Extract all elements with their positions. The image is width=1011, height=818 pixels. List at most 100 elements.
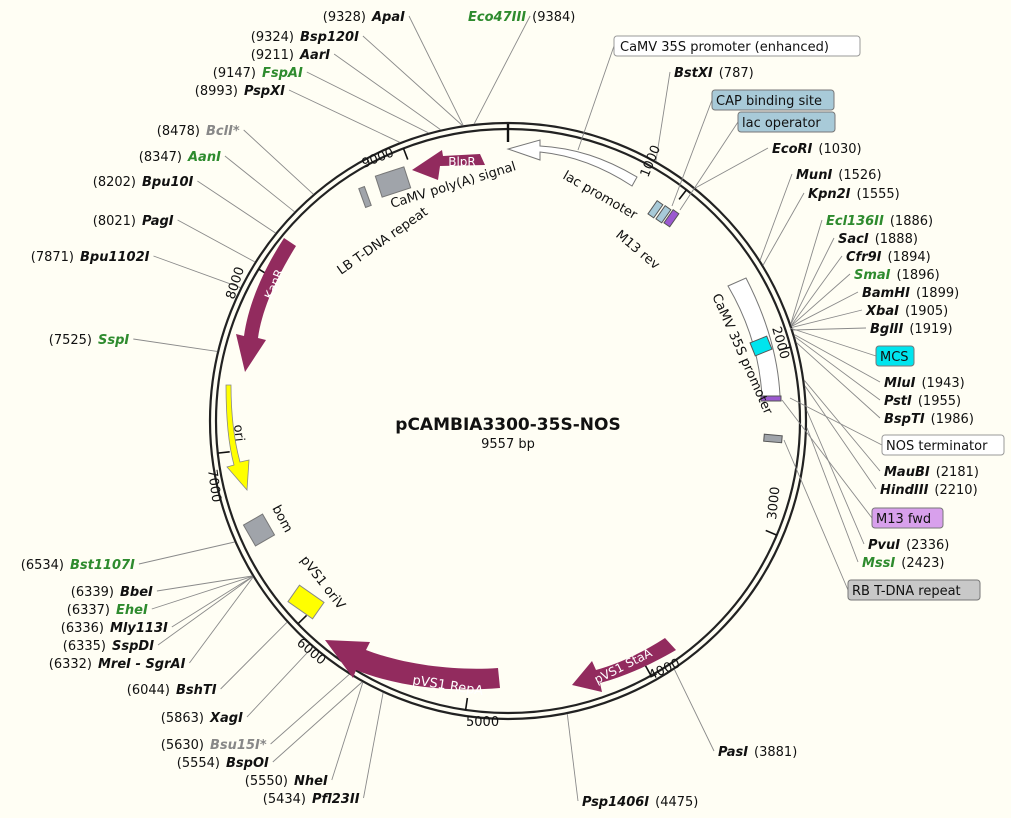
site-leader bbox=[655, 71, 671, 162]
site-position: (9324) bbox=[251, 30, 294, 45]
site-ecori: EcoRI(1030) bbox=[772, 142, 862, 157]
site-leader bbox=[333, 53, 441, 131]
site-position: (787) bbox=[719, 66, 754, 81]
site-mlui: MluI(1943) bbox=[884, 376, 965, 391]
site-name: AarI bbox=[299, 48, 330, 63]
site-mly113i: Mly113I(6336) bbox=[61, 621, 168, 636]
site-name: XagI bbox=[209, 711, 243, 726]
site-position: (7525) bbox=[49, 333, 92, 348]
site-apai: ApaI (9328) bbox=[323, 10, 405, 25]
feature-leader bbox=[671, 99, 713, 207]
site-position: (1888) bbox=[875, 232, 918, 247]
site-bsp120i: Bsp120I(9324) bbox=[251, 30, 359, 45]
site-hindiii: HindIII(2210) bbox=[880, 483, 978, 498]
site-name: BglII bbox=[870, 322, 904, 337]
cap-site-mark bbox=[647, 200, 664, 219]
site-name: SspDI bbox=[112, 639, 154, 654]
site-name: MreI - SgrAI bbox=[98, 657, 186, 672]
site-name: Bsu15I* bbox=[210, 738, 267, 753]
site-leader bbox=[272, 681, 363, 763]
box-nos bbox=[881, 434, 1005, 456]
site-position: (6332) bbox=[49, 657, 92, 672]
scale-tick-label: 5000 bbox=[466, 715, 499, 730]
box-nos-label: NOS terminator bbox=[886, 439, 988, 454]
site-leader bbox=[673, 669, 715, 752]
site-leader bbox=[270, 674, 350, 745]
site-leader bbox=[792, 327, 867, 331]
site-leader bbox=[791, 291, 859, 327]
site-leader bbox=[804, 385, 877, 490]
site-leader bbox=[790, 255, 843, 326]
site-leader bbox=[363, 692, 384, 799]
site-pfl23ii: Pfl23II(5434) bbox=[263, 792, 360, 807]
box-lacop-label: lac operator bbox=[742, 116, 821, 131]
site-pagi: PagI(8021) bbox=[93, 214, 174, 229]
site-position: (9384) bbox=[532, 10, 575, 25]
rb-repeat-mark bbox=[763, 433, 783, 444]
site-bst1107i: Bst1107I(6534) bbox=[21, 558, 135, 573]
site-psti: PstI(1955) bbox=[884, 394, 961, 409]
box-mcs bbox=[875, 345, 915, 367]
site-position: (1555) bbox=[857, 187, 900, 202]
site-name: SacI bbox=[838, 232, 869, 247]
site-name: Bpu1102I bbox=[80, 250, 150, 265]
site-bsu15i-: Bsu15I*(5630) bbox=[161, 738, 267, 753]
site-maubi: MauBI(2181) bbox=[884, 465, 979, 480]
site-smai: SmaI(1896) bbox=[854, 268, 940, 283]
site-leader bbox=[790, 219, 823, 325]
feature-leader bbox=[577, 45, 615, 151]
feature-leader bbox=[789, 327, 877, 357]
site-leader bbox=[695, 147, 769, 189]
site-name: FspAI bbox=[262, 66, 303, 81]
repa-arrow bbox=[325, 640, 500, 690]
lac-promoter-arrow bbox=[506, 139, 638, 187]
site-leader bbox=[791, 273, 851, 327]
site-name: ApaI bbox=[371, 10, 405, 25]
plasmid-name: pCAMBIA3300-35S-NOS bbox=[395, 415, 620, 435]
site-leader bbox=[791, 309, 863, 328]
site-position: (7871) bbox=[31, 250, 74, 265]
site-position: (1955) bbox=[918, 394, 961, 409]
site-name: HindIII bbox=[880, 483, 929, 498]
scale-tick bbox=[402, 148, 409, 160]
site-bshti: BshTI(6044) bbox=[127, 683, 217, 698]
feature-leader bbox=[789, 397, 883, 446]
site-name: Mly113I bbox=[110, 621, 168, 636]
site-nhei: NheI(5550) bbox=[245, 774, 328, 789]
scale-tick-label: 9000 bbox=[360, 145, 396, 171]
site-pasi: PasI(3881) bbox=[718, 745, 797, 760]
site-bstxi: BstXI(787) bbox=[674, 66, 754, 81]
site-leader bbox=[153, 255, 241, 289]
site-sspi: SspI(7525) bbox=[49, 333, 130, 348]
box-mcs-label: MCS bbox=[880, 350, 909, 365]
site-name: Bpu10I bbox=[142, 175, 194, 190]
restriction-sites: ApaI(9328)Eco47III(9384)Bsp120I(9324)Aar… bbox=[21, 10, 979, 810]
site-position: (9211) bbox=[251, 48, 294, 63]
site-leader bbox=[171, 576, 253, 628]
site-kpn2i: Kpn2I (1555) bbox=[808, 187, 900, 202]
feature-leader bbox=[679, 121, 739, 211]
site-fspai: FspAI(9147) bbox=[213, 66, 303, 81]
scale-tick bbox=[678, 189, 688, 200]
site-position: (8478) bbox=[157, 124, 200, 139]
site-name: Kpn2I bbox=[808, 187, 851, 202]
site-leader bbox=[331, 682, 364, 781]
box-camv-enhanced-label: CaMV 35S promoter (enhanced) bbox=[620, 40, 829, 55]
site-name: Bst1107I bbox=[70, 558, 135, 573]
scale-tick bbox=[778, 346, 791, 351]
site-name: Cfr9I bbox=[846, 250, 882, 265]
scale-tick bbox=[765, 529, 778, 536]
site-leader bbox=[806, 427, 859, 563]
site-leader bbox=[803, 379, 881, 472]
site-name: EheI bbox=[116, 603, 148, 618]
site-bcli-: BclI*(8478) bbox=[157, 124, 240, 139]
site-pspxi: PspXI(8993) bbox=[195, 84, 285, 99]
site-position: (3881) bbox=[754, 745, 797, 760]
box-lacop bbox=[737, 111, 836, 133]
site-bbei: BbeI(6339) bbox=[71, 585, 153, 600]
site-saci: SacI (1888) bbox=[838, 232, 918, 247]
site-position: (9328) bbox=[323, 10, 366, 25]
lb-repeat-box bbox=[358, 185, 372, 209]
site-position: (2423) bbox=[901, 556, 944, 571]
site-leader bbox=[790, 237, 835, 325]
